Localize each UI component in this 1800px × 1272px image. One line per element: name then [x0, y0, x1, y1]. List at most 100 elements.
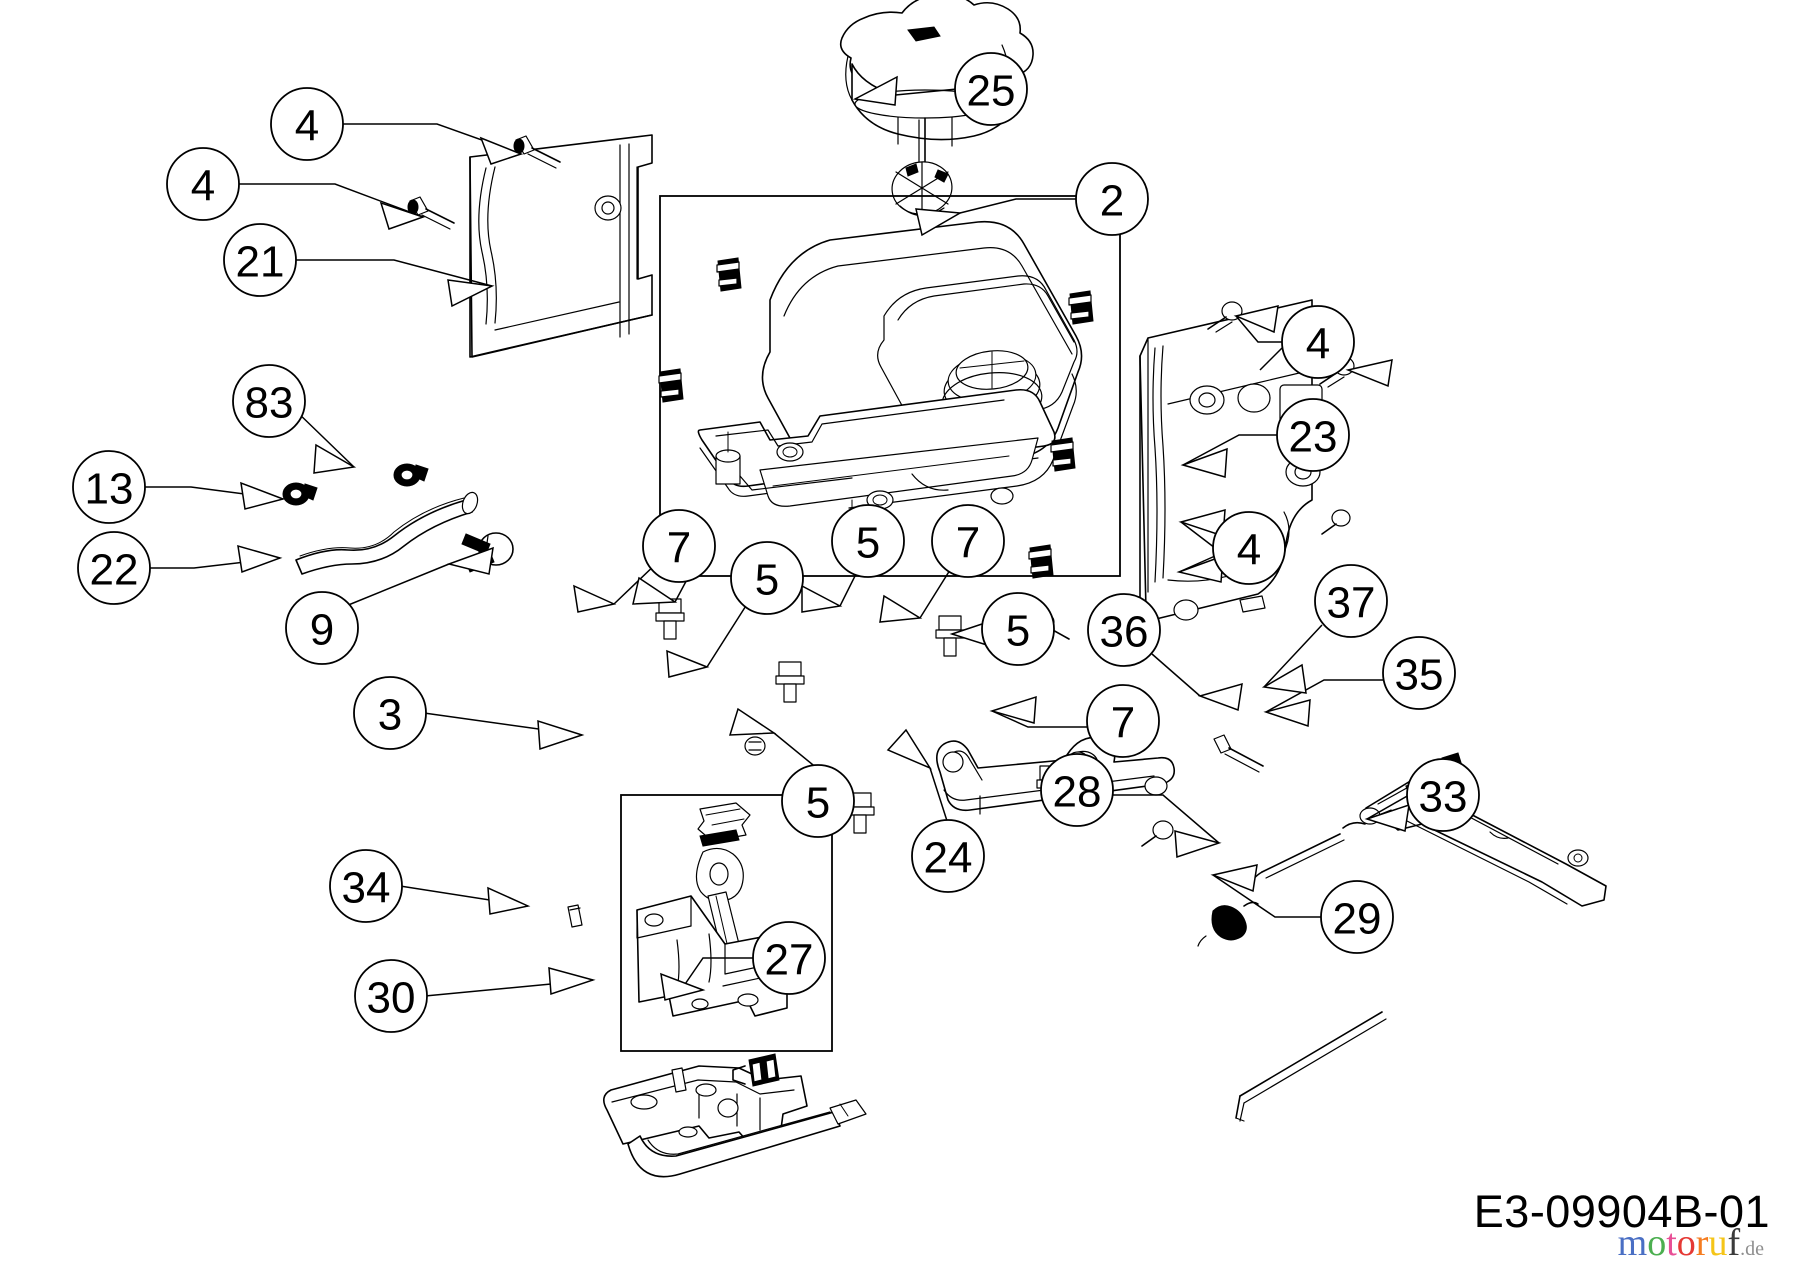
callout-5[interactable]: 5: [730, 541, 804, 615]
leader-lines: [143, 88, 1410, 997]
watermark-letter: m: [1617, 1222, 1648, 1264]
callout-number: 5: [806, 779, 830, 828]
callout-21[interactable]: 21: [223, 223, 297, 297]
callout-9[interactable]: 9: [285, 591, 359, 665]
callout-7[interactable]: 7: [931, 504, 1005, 578]
callout-circle: [1087, 593, 1161, 667]
callout-circle: [1040, 753, 1114, 827]
callout-circle: [270, 87, 344, 161]
part-pin-34: [567, 904, 583, 928]
callout-number: 5: [856, 519, 880, 568]
callout-circle: [1314, 564, 1388, 638]
callout-circle: [954, 52, 1028, 126]
callout-4[interactable]: 4: [166, 147, 240, 221]
callout-number: 28: [1053, 768, 1102, 817]
callout-28[interactable]: 28: [1040, 753, 1114, 827]
callout-number: 4: [1306, 320, 1330, 369]
callout-29[interactable]: 29: [1320, 880, 1394, 954]
part-shoulder-bolt-36: [1213, 734, 1264, 773]
callout-4[interactable]: 4: [270, 87, 344, 161]
callout-circle: [1086, 684, 1160, 758]
fastener-screw-4a: [513, 135, 561, 169]
callout-30[interactable]: 30: [354, 959, 428, 1033]
callout-circle: [166, 147, 240, 221]
callout-circle: [72, 450, 146, 524]
callout-number: 3: [378, 691, 402, 740]
callout-circle: [353, 676, 427, 750]
fastener-nut-7c: [1141, 820, 1174, 847]
callout-number: 5: [1006, 607, 1030, 656]
callout-circle: [981, 592, 1055, 666]
callout-25[interactable]: 25: [954, 52, 1028, 126]
callout-number: 27: [765, 936, 814, 985]
callout-27[interactable]: 27: [752, 921, 826, 995]
callout-number: 5: [755, 556, 779, 605]
callout-4[interactable]: 4: [1212, 511, 1286, 585]
callout-36[interactable]: 36: [1087, 593, 1161, 667]
callout-circle: [1281, 305, 1355, 379]
tank-clip: [716, 257, 742, 292]
callout-circle: [642, 509, 716, 583]
callout-24[interactable]: 24: [911, 819, 985, 893]
part-clip-27: [732, 1053, 780, 1087]
callout-7[interactable]: 7: [642, 509, 716, 583]
part-control-rod-29: [1235, 1011, 1387, 1122]
fastener-bolt-5a: [655, 598, 685, 640]
callout-number: 25: [967, 67, 1016, 116]
callout-circle: [232, 364, 306, 438]
callout-33[interactable]: 33: [1406, 758, 1480, 832]
callout-number: 35: [1395, 651, 1444, 700]
part-hose-clamp-13: [282, 482, 318, 506]
watermark-letter: u: [1708, 1222, 1728, 1264]
callout-22[interactable]: 22: [77, 531, 151, 605]
callout-circle: [1320, 880, 1394, 954]
callout-number: 7: [667, 524, 691, 573]
callout-7[interactable]: 7: [1086, 684, 1160, 758]
callout-circle: [329, 849, 403, 923]
callout-4[interactable]: 4: [1281, 305, 1355, 379]
fastener-nut-7a: [744, 736, 766, 756]
callout-5[interactable]: 5: [781, 764, 855, 838]
callout-number: 22: [90, 546, 139, 595]
callout-circle: [831, 504, 905, 578]
part-fuel-hose-22: [295, 491, 479, 575]
callout-35[interactable]: 35: [1382, 636, 1456, 710]
callout-circle: [77, 531, 151, 605]
callout-circle: [354, 959, 428, 1033]
callout-number: 30: [367, 974, 416, 1023]
callout-circle: [752, 921, 826, 995]
callout-5[interactable]: 5: [831, 504, 905, 578]
callout-number: 13: [85, 465, 134, 514]
callout-number: 33: [1419, 773, 1468, 822]
callout-37[interactable]: 37: [1314, 564, 1388, 638]
watermark-letter: f: [1727, 1222, 1741, 1264]
site-watermark: motoruf.de: [1618, 1224, 1764, 1262]
callout-circle: [730, 541, 804, 615]
detail-box-bracket-assembly: [620, 794, 833, 1052]
callout-number: 2: [1100, 177, 1124, 226]
callout-3[interactable]: 3: [353, 676, 427, 750]
callout-number: 29: [1333, 895, 1382, 944]
callout-23[interactable]: 23: [1276, 398, 1350, 472]
callout-number: 34: [342, 864, 391, 913]
callout-circle: [911, 819, 985, 893]
callout-13[interactable]: 13: [72, 450, 146, 524]
callout-5[interactable]: 5: [981, 592, 1055, 666]
fastener-bolt-5b: [775, 661, 805, 703]
callout-circle: [1212, 511, 1286, 585]
watermark-letter: o: [1647, 1222, 1667, 1264]
callout-2[interactable]: 2: [1075, 162, 1149, 236]
callout-number: 83: [245, 379, 294, 428]
callout-34[interactable]: 34: [329, 849, 403, 923]
callout-number: 24: [924, 834, 973, 883]
callout-83[interactable]: 83: [232, 364, 306, 438]
part-spring-28: [1197, 901, 1259, 947]
callout-number: 23: [1289, 413, 1338, 462]
watermark-suffix: .de: [1740, 1238, 1764, 1260]
callout-circle: [931, 504, 1005, 578]
callout-circle: [781, 764, 855, 838]
callout-number: 36: [1100, 608, 1149, 657]
